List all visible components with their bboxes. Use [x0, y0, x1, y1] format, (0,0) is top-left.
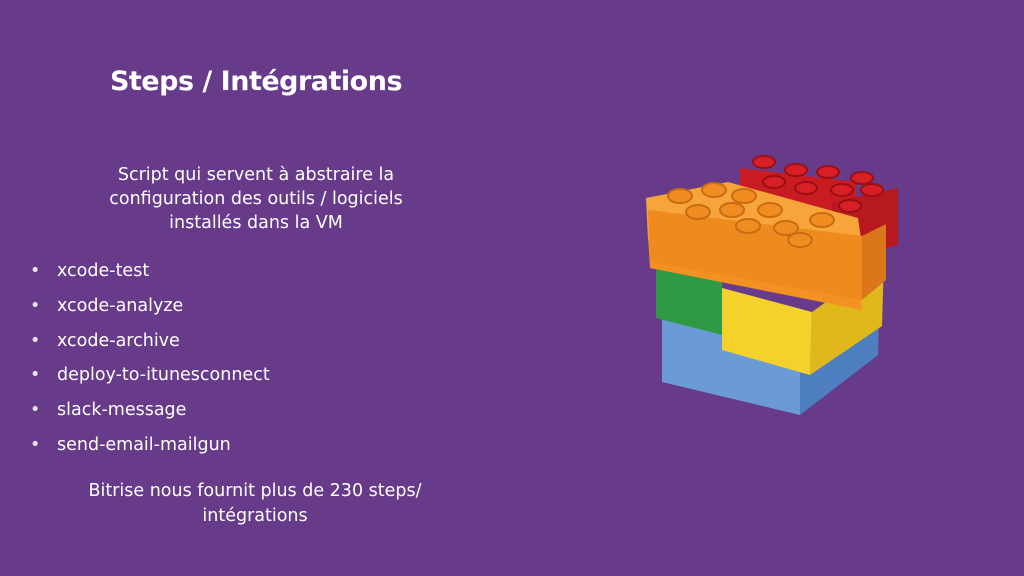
list-item-label: xcode-analyze: [57, 295, 184, 316]
footer-text: Bitrise nous fournit plus de 230 steps/ …: [40, 479, 470, 529]
intro-line: configuration des outils / logiciels: [109, 189, 403, 209]
list-item: • deploy-to-itunesconnect: [30, 361, 270, 396]
intro-text: Script qui servent à abstraire la config…: [52, 163, 460, 235]
list-item-label: deploy-to-itunesconnect: [57, 365, 270, 386]
bullet-icon: •: [30, 400, 41, 421]
list-item-label: xcode-archive: [57, 330, 180, 351]
list-item: • slack-message: [30, 396, 270, 431]
footer-line: Bitrise nous fournit plus de 230 steps/: [88, 481, 422, 501]
bullet-icon: •: [30, 365, 41, 386]
list-item-label: slack-message: [57, 400, 187, 421]
bullet-icon: •: [30, 295, 41, 316]
steps-list: • xcode-test • xcode-analyze • xcode-archiv…: [30, 257, 270, 466]
list-item-label: send-email-mailgun: [57, 434, 231, 455]
footer-line: intégrations: [202, 506, 308, 526]
bullet-icon: •: [30, 261, 41, 281]
intro-line: installés dans la VM: [169, 213, 343, 233]
lego-bricks-icon: [646, 155, 898, 415]
list-item-label: xcode-test: [57, 261, 150, 281]
list-item: • send-email-mailgun: [30, 431, 270, 466]
bullet-icon: •: [30, 434, 41, 455]
list-item: • xcode-archive: [30, 327, 270, 362]
slide-title: Steps / Intégrations: [109, 66, 403, 97]
bullet-icon: •: [30, 330, 41, 351]
list-item: • xcode-analyze: [30, 292, 270, 327]
list-item: • xcode-test: [30, 257, 270, 292]
intro-line: Script qui servent à abstraire la: [117, 165, 395, 185]
